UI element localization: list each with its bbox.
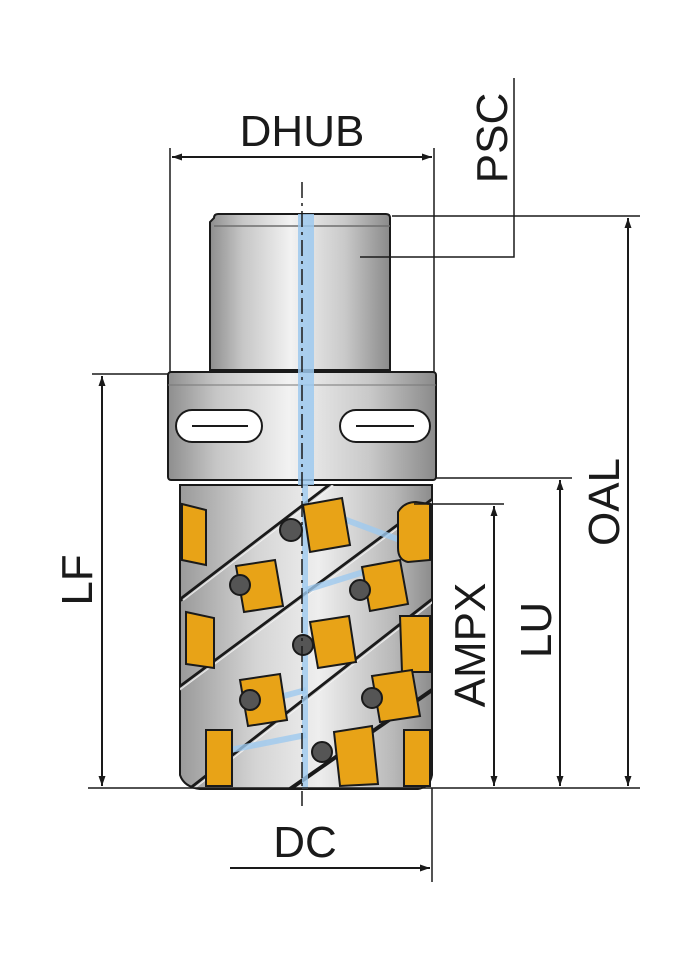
dim-lu: LU — [436, 477, 572, 786]
dim-psc: PSC — [360, 78, 517, 258]
insert — [234, 558, 285, 614]
insert — [301, 496, 352, 554]
insert — [403, 729, 431, 787]
label-oal: OAL — [580, 458, 629, 546]
label-dhub: DHUB — [240, 107, 365, 156]
insert-screw — [279, 518, 303, 542]
insert-screw — [311, 741, 333, 763]
coolant-channel-main — [298, 214, 314, 485]
label-lu: LU — [512, 602, 561, 658]
dim-ampx: AMPX — [414, 503, 504, 786]
dim-dhub: DHUB — [169, 107, 435, 372]
insert-screw — [361, 687, 383, 709]
insert-screw — [239, 689, 261, 711]
insert — [205, 729, 233, 787]
insert — [332, 724, 380, 788]
dim-dc: DC — [230, 788, 433, 882]
insert — [397, 500, 431, 564]
insert — [308, 614, 358, 670]
dim-oal: OAL — [392, 215, 640, 786]
insert — [238, 672, 289, 728]
label-dc: DC — [273, 818, 337, 867]
tool-cutting-body — [179, 484, 433, 790]
label-lf: LF — [53, 554, 102, 605]
insert — [185, 610, 215, 670]
coolant-channel — [229, 732, 307, 753]
insert-screw — [292, 634, 314, 656]
insert-screw — [349, 579, 371, 601]
insert — [398, 615, 431, 673]
coolant-channel — [305, 567, 371, 593]
dim-lf: LF — [53, 373, 168, 786]
insert-screw — [229, 574, 251, 596]
insert — [181, 502, 207, 567]
label-ampx: AMPX — [446, 583, 495, 708]
insert-screws — [229, 518, 383, 763]
label-psc: PSC — [468, 93, 517, 183]
